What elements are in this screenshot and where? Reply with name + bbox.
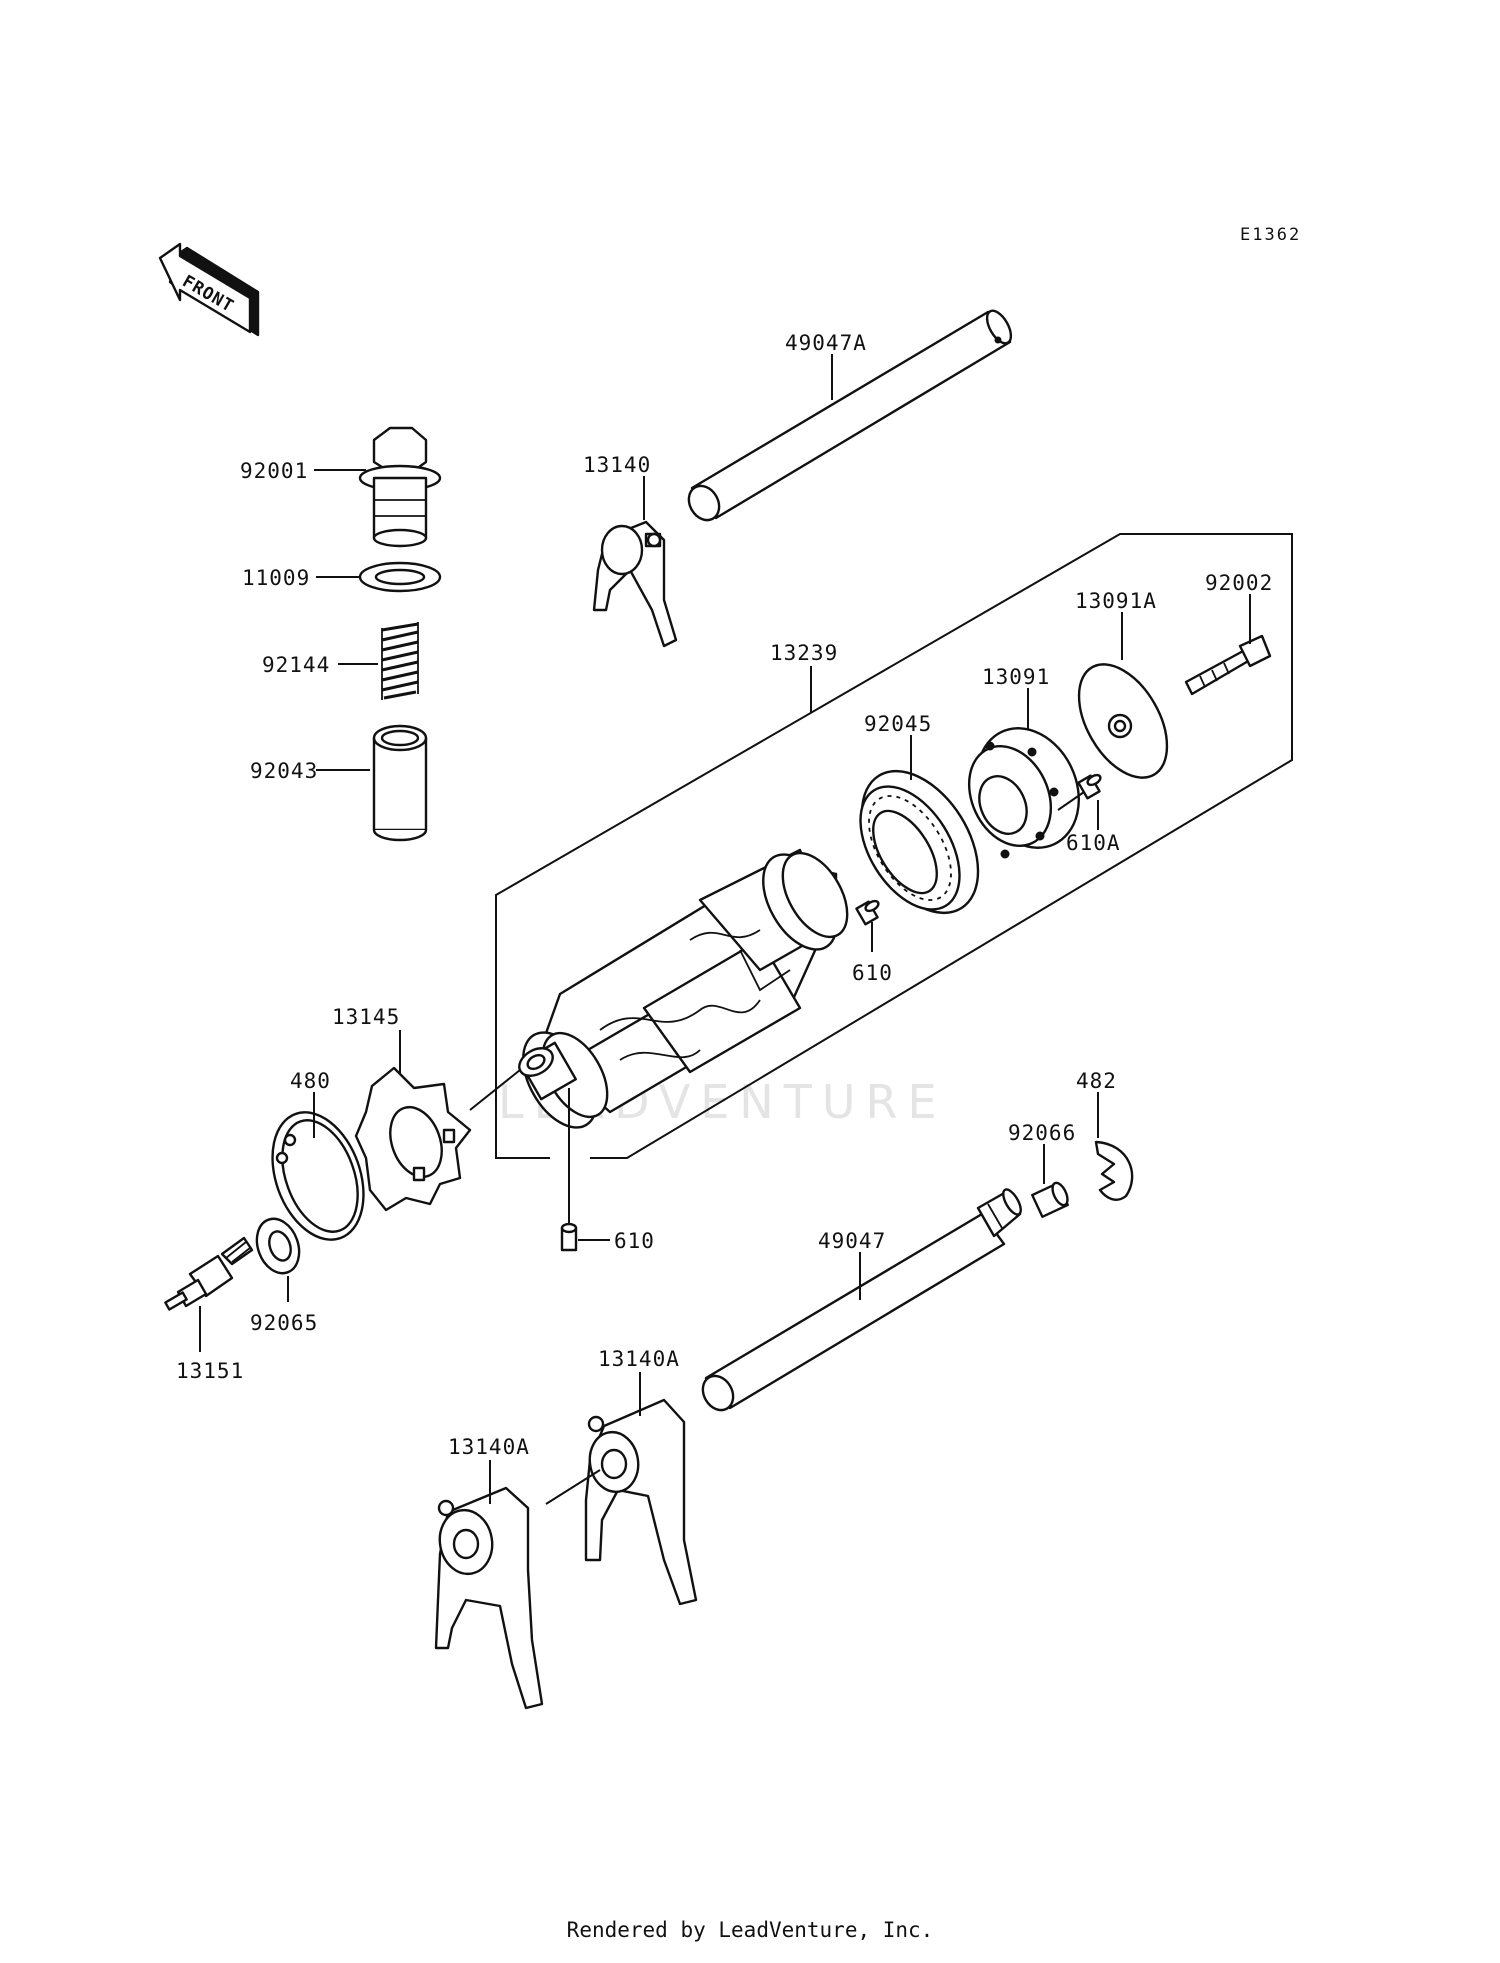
pin-610a [1077, 773, 1102, 800]
assembly-bracket-13239 [495, 533, 1293, 1159]
e-clip-482 [1094, 1140, 1134, 1201]
label-610a: 610A [1066, 831, 1121, 855]
label-13140: 13140 [583, 453, 651, 477]
washer-92065 [255, 1217, 301, 1275]
shift-drum-13239 [518, 848, 849, 1129]
shift-fork-13140 [592, 520, 678, 648]
label-92144: 92144 [262, 653, 330, 677]
label-13145: 13145 [332, 1005, 400, 1029]
circlip-480 [271, 1111, 365, 1241]
label-92045: 92045 [864, 712, 932, 736]
label-610-lower: 610 [614, 1229, 655, 1253]
shift-rod-49047 [701, 1188, 1022, 1412]
cam-plate-13091 [967, 727, 1080, 859]
label-13151: 13151 [176, 1359, 244, 1383]
label-92066: 92066 [1008, 1121, 1076, 1145]
pin-610-upper [855, 899, 880, 926]
label-11009: 11009 [242, 566, 310, 590]
shift-fork-13140a-left [434, 1486, 544, 1710]
spring-92144 [381, 622, 419, 700]
label-480: 480 [290, 1069, 331, 1093]
bolt-92002 [1184, 634, 1272, 696]
plug-bolt-92001 [358, 426, 442, 548]
footer-credit: Rendered by LeadVenture, Inc. [566, 1918, 934, 1942]
plate-13091a [1077, 663, 1169, 779]
pin-610-lower [560, 1222, 578, 1252]
washer-11009 [358, 561, 442, 593]
label-482: 482 [1076, 1069, 1117, 1093]
label-13140a-right: 13140A [598, 1347, 680, 1371]
label-92001: 92001 [240, 459, 308, 483]
collar-92066 [1031, 1181, 1069, 1218]
label-13140a-left: 13140A [448, 1435, 530, 1459]
diagram-ref-code: E1362 [1240, 225, 1301, 245]
label-13091: 13091 [982, 665, 1050, 689]
shift-rod-49047a [687, 309, 1013, 522]
star-gear-13145 [354, 1066, 472, 1212]
front-arrow-icon: FRONT [158, 242, 260, 337]
shift-fork-13140a-right [584, 1398, 698, 1606]
label-13239: 13239 [770, 641, 838, 665]
label-49047a: 49047A [785, 331, 867, 355]
label-13091a: 13091A [1075, 589, 1157, 613]
neutral-switch-13151 [164, 1236, 254, 1311]
label-92002: 92002 [1205, 571, 1273, 595]
pin-92043 [372, 724, 428, 842]
bearing-92045 [859, 769, 980, 915]
label-49047: 49047 [818, 1229, 886, 1253]
label-610-upper: 610 [852, 961, 893, 985]
label-92065: 92065 [250, 1311, 318, 1335]
label-92043: 92043 [250, 759, 318, 783]
